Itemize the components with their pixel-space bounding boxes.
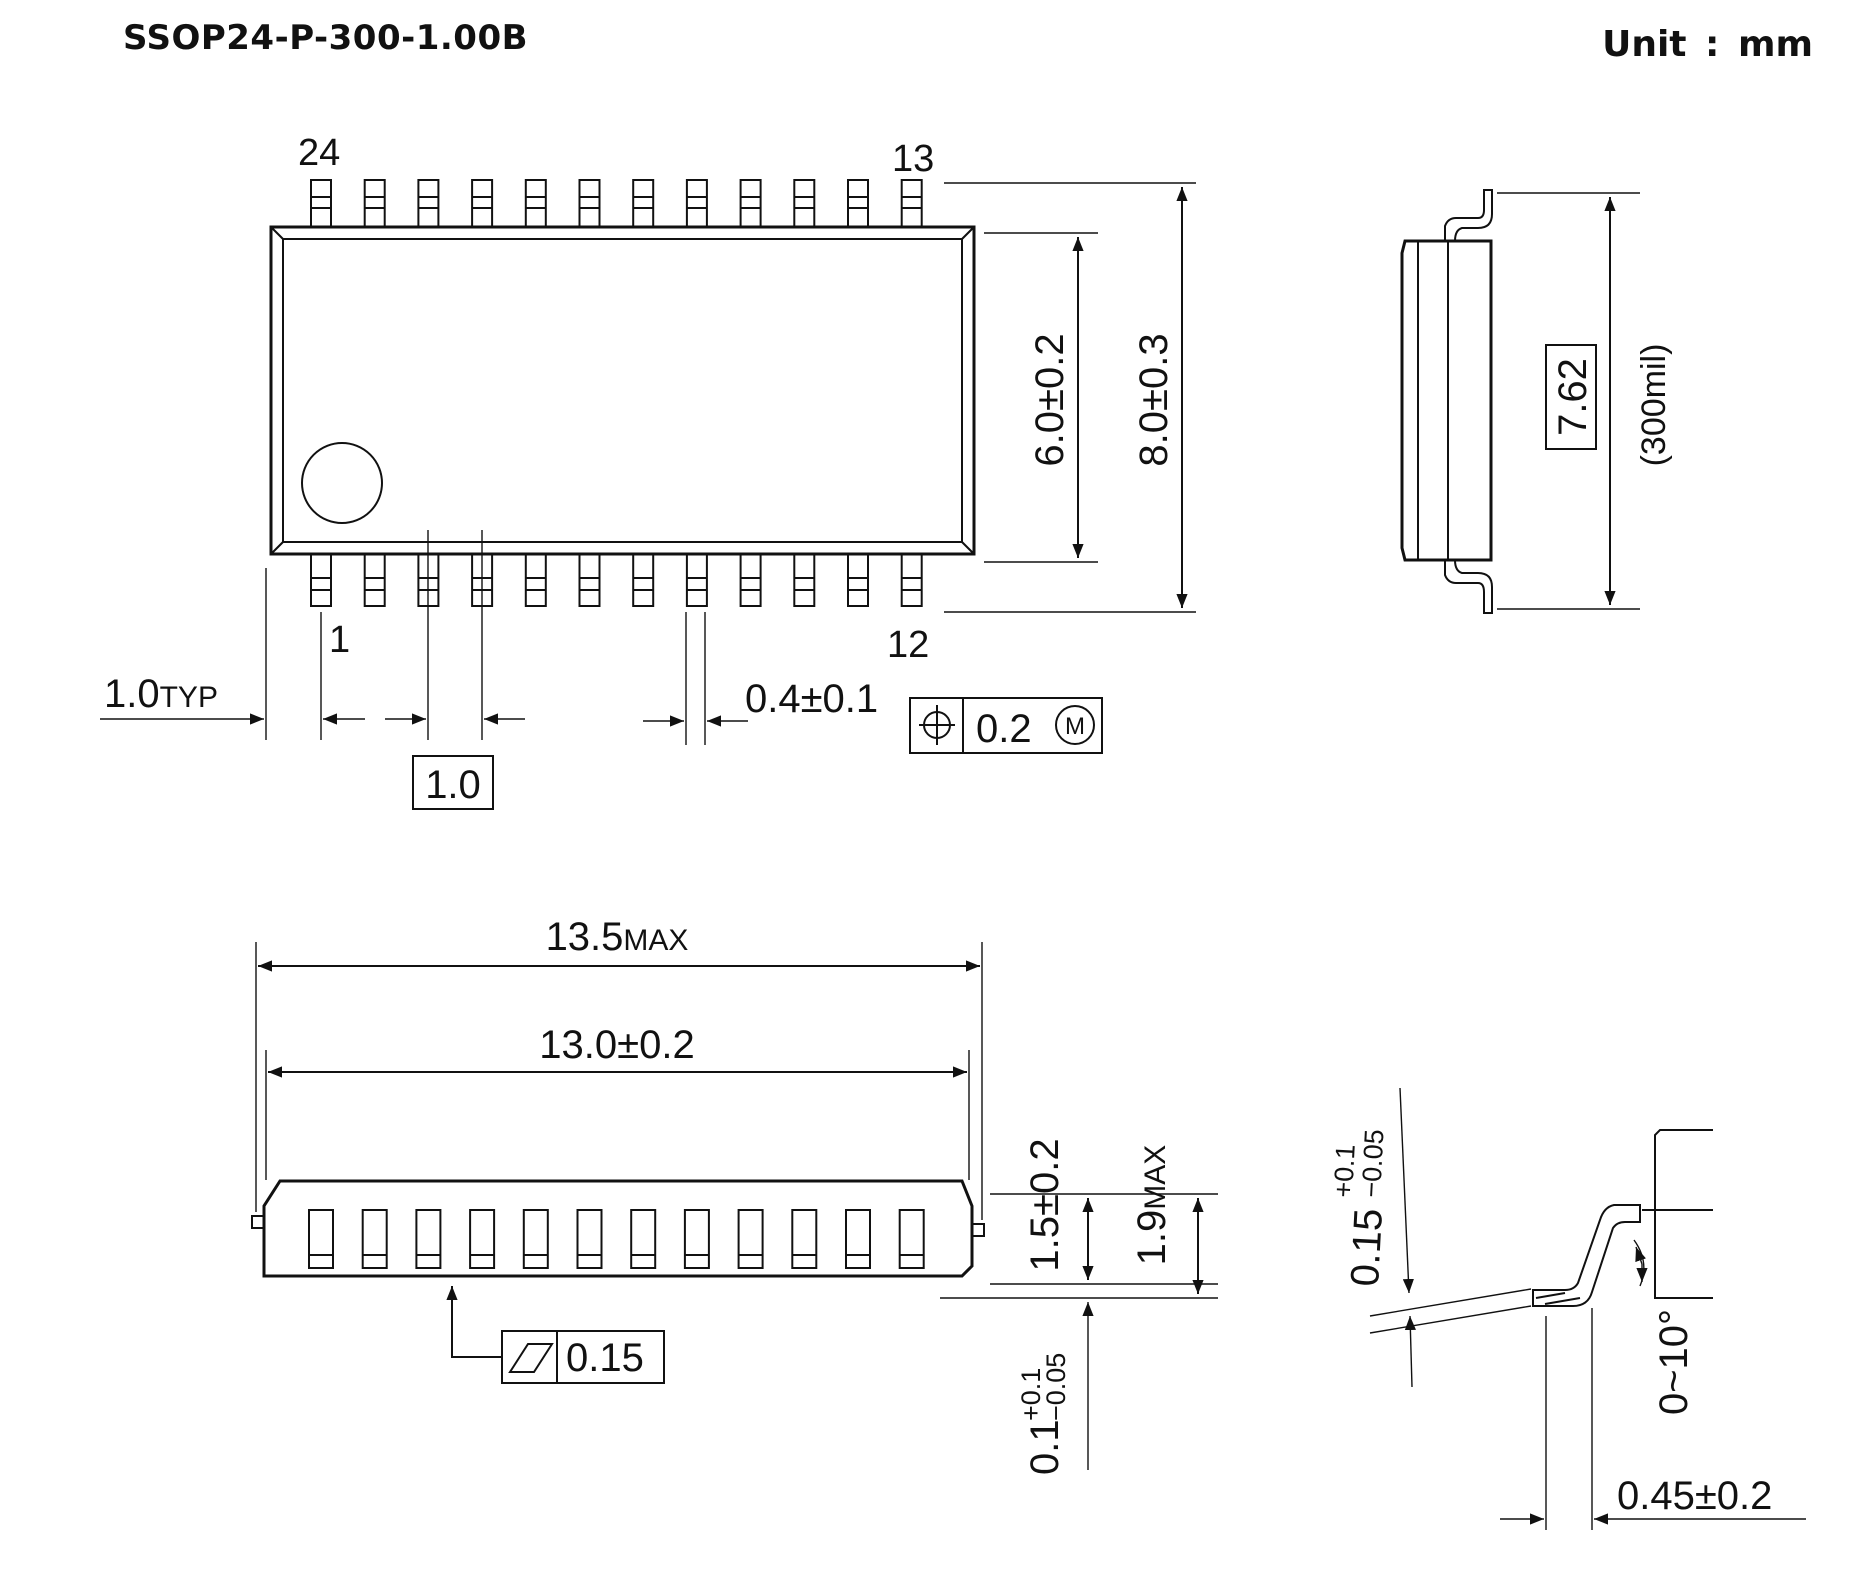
side-view: 13.5MAX 13.0±0.2 1.5±0.2 1.9MAX 0.1 +0.1… [251, 915, 1218, 1475]
end-view-lead-top [1444, 189, 1493, 242]
pin-bottom-1 [310, 553, 332, 607]
dim-standoff: 0.1 [1023, 1419, 1067, 1475]
side-lead-12 [898, 1209, 925, 1269]
pin1-index-mark [301, 442, 383, 524]
basic-dim-frame [412, 755, 494, 810]
position-tolerance-frame: 0.2 M [909, 697, 1103, 754]
dim-body-width: 6.0±0.2 [1028, 333, 1072, 466]
pin-top-20 [524, 179, 547, 228]
side-lead-row [308, 1209, 925, 1269]
pin-top-22 [417, 179, 440, 228]
side-lead-2 [361, 1209, 388, 1269]
dim-angle: 0~10° [1652, 1309, 1696, 1415]
dim-pitch-basic: 1.0 [425, 763, 481, 807]
pin-bottom-12 [900, 553, 923, 607]
pin-top-23 [363, 179, 386, 228]
flatness-tolerance-frame: 0.15 [501, 1330, 665, 1384]
dim-standoff-plus: +0.1 [1016, 1368, 1046, 1421]
pin-bottom-8 [685, 553, 708, 607]
position-tolerance-value: 0.2 [976, 707, 1032, 751]
basic-dim-frame-762 [1545, 344, 1597, 450]
dim-lead-width: 0.4±0.1 [745, 677, 878, 721]
pin-bottom-6 [578, 553, 601, 607]
dim-overall-length: 13.5MAX [546, 915, 689, 959]
end-view-body [1400, 239, 1493, 562]
dim-row-spacing-basic: 7.62 [1551, 358, 1595, 436]
dim-lead-thickness: 0.15 [1343, 1207, 1391, 1287]
side-lead-9 [737, 1209, 764, 1269]
flatness-icon [508, 1343, 554, 1373]
pin-bottom-9 [739, 553, 762, 607]
pin-top-19 [578, 179, 601, 228]
side-lead-6 [576, 1209, 603, 1269]
side-lead-1 [308, 1209, 334, 1269]
flatness-value: 0.15 [566, 1336, 644, 1380]
pin-top-14 [847, 179, 869, 228]
lead-profile [1532, 1204, 1641, 1307]
dim-row-spacing-mil: (300mil) [1635, 344, 1673, 467]
package-body-inner [282, 238, 963, 543]
pin-top-17 [685, 179, 708, 228]
side-view-body [262, 1179, 974, 1278]
pin-bottom-2 [363, 553, 386, 607]
dim-body-height: 1.5±0.2 [1023, 1138, 1067, 1271]
top-pin-row [310, 179, 923, 228]
pin-top-13 [900, 179, 923, 228]
dim-standoff-minus: −0.05 [1041, 1353, 1071, 1421]
pin-top-21 [471, 179, 494, 228]
dim-foot-length: 0.45±0.2 [1617, 1474, 1772, 1518]
top-view: 24 13 1 12 6.0±0.2 8.0±0.3 1.0TYP 1.0 0.… [100, 132, 1196, 810]
side-lead-7 [630, 1209, 657, 1269]
pin-bottom-5 [524, 553, 547, 607]
mmc-modifier-label: M [1065, 713, 1085, 740]
pin-number-24: 24 [298, 132, 340, 174]
side-lead-5 [522, 1209, 549, 1269]
end-view: 7.62 (300mil) [1400, 189, 1673, 614]
pin-top-24 [310, 179, 332, 228]
pin-number-12: 12 [887, 624, 929, 666]
dim-body-length: 13.0±0.2 [539, 1023, 694, 1067]
pin-bottom-7 [632, 553, 655, 607]
side-lead-4 [469, 1209, 496, 1269]
pin-number-1: 1 [329, 619, 350, 661]
pin-bottom-11 [847, 553, 869, 607]
pin-number-13: 13 [892, 138, 934, 180]
unit-label: Unit : mm [1602, 24, 1813, 65]
pin-top-16 [739, 179, 762, 228]
dim-total-height: 1.9MAX [1130, 1145, 1174, 1266]
dim-pin-offset: 1.0TYP [104, 672, 218, 716]
side-lead-10 [791, 1209, 818, 1269]
pin-top-15 [793, 179, 816, 228]
dim-lead-thickness-plus: +0.1 [1328, 1144, 1361, 1199]
bottom-pin-row [310, 553, 923, 607]
end-view-lead-bottom [1444, 559, 1493, 614]
lead-detail-view: 0.15 +0.1 −0.05 0~10° 0.45±0.2 [1328, 1087, 1806, 1530]
side-lead-8 [683, 1209, 710, 1269]
pin-top-18 [632, 179, 655, 228]
side-lead-11 [845, 1209, 871, 1269]
package-body-outline [269, 225, 976, 556]
dim-lead-thickness-minus: −0.05 [1356, 1129, 1390, 1199]
mmc-modifier-icon [1055, 705, 1095, 745]
package-code: SSOP24-P-300-1.00B [123, 18, 529, 58]
dim-overall-width: 8.0±0.3 [1132, 333, 1176, 466]
side-lead-3 [415, 1209, 442, 1269]
pin-bottom-10 [793, 553, 816, 607]
